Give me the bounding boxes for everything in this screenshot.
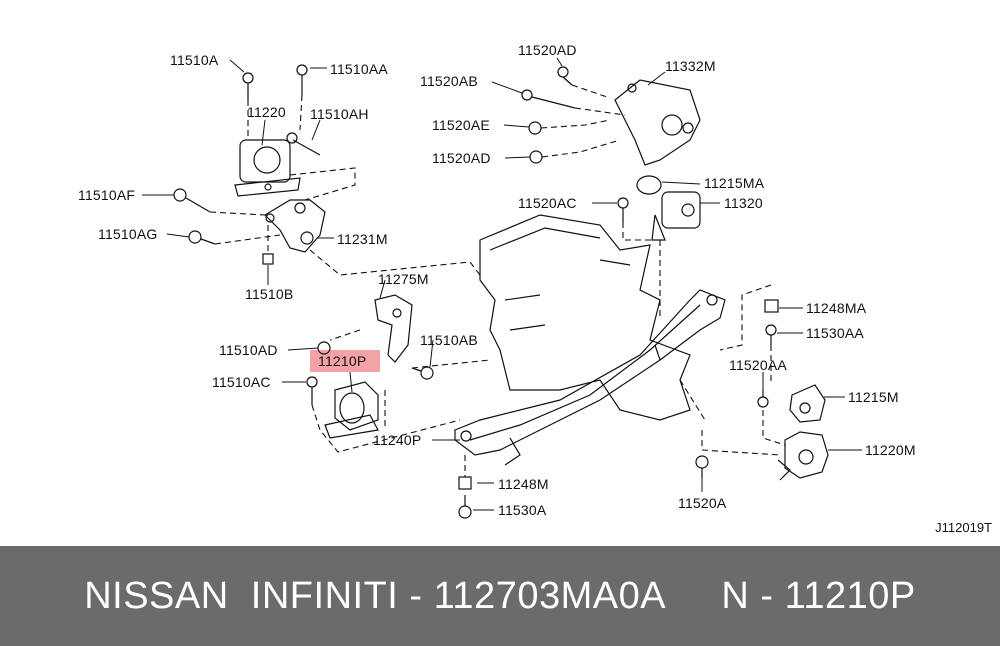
label-11520A: 11520A — [678, 495, 727, 511]
label-11510A: 11510A — [170, 52, 219, 68]
label-11240P: 11240P — [373, 432, 422, 448]
label-11520AD-top: 11520AD — [518, 42, 577, 58]
bracket-11275M — [374, 294, 413, 363]
insulator-11215M — [789, 384, 826, 423]
label-11510AD: 11510AD — [219, 342, 278, 358]
label-11248MA: 11248MA — [806, 300, 867, 316]
label-11210P: 11210P — [318, 353, 367, 369]
brand-part-number: NISSAN INFINITI - 112703MA0A — [84, 574, 667, 617]
insulator-11215MA — [636, 175, 662, 195]
bracket-11231M — [264, 199, 326, 253]
label-11520AB: 11520AB — [420, 73, 478, 89]
mount-11220M — [777, 431, 829, 481]
banner-spacer — [666, 575, 721, 618]
mount-11320 — [651, 191, 701, 241]
label-11510AF: 11510AF — [78, 187, 136, 203]
diagram-part-code: N - 11210P — [721, 574, 916, 617]
diagram-reference-code: J112019T — [935, 520, 992, 535]
label-11231M: 11231M — [337, 231, 388, 247]
label-11530AA: 11530AA — [806, 325, 864, 341]
diagram-drawing — [142, 57, 862, 519]
parts-diagram: 11510A 11510AA 11220 11510AH 11510AF 115… — [78, 42, 992, 535]
label-11520AD: 11520AD — [432, 150, 491, 166]
label-11332M: 11332M — [665, 58, 716, 74]
label-11520AA: 11520AA — [729, 357, 787, 373]
leader-lines — [142, 57, 862, 511]
label-11520AC: 11520AC — [518, 195, 577, 211]
label-11510AA: 11510AA — [330, 61, 388, 77]
label-11510AC: 11510AC — [212, 374, 271, 390]
highlighted-part-marker — [310, 350, 380, 372]
label-11520AE: 11520AE — [432, 117, 490, 133]
label-11510B: 11510B — [245, 286, 294, 302]
engine-block-outline — [479, 214, 691, 421]
label-11220: 11220 — [247, 104, 286, 120]
label-11215MA: 11215MA — [704, 175, 765, 191]
bracket-11332M — [614, 79, 701, 166]
label-11215M: 11215M — [848, 389, 899, 405]
label-11510AG: 11510AG — [98, 226, 158, 242]
part-number-banner: NISSAN INFINITI - 112703MA0A N - 11210P — [0, 546, 1000, 646]
assembly-dashed-lines — [209, 84, 786, 477]
label-11510AB: 11510AB — [420, 332, 478, 348]
label-11530A: 11530A — [498, 502, 547, 518]
mount-11220 — [234, 139, 301, 197]
label-11275M: 11275M — [378, 271, 429, 287]
label-11320: 11320 — [724, 195, 763, 211]
crossmember-11240P — [454, 289, 726, 466]
mount-11210P — [324, 381, 379, 439]
label-11510AH: 11510AH — [310, 106, 369, 122]
label-11220M: 11220M — [865, 442, 916, 458]
label-11248M: 11248M — [498, 476, 549, 492]
